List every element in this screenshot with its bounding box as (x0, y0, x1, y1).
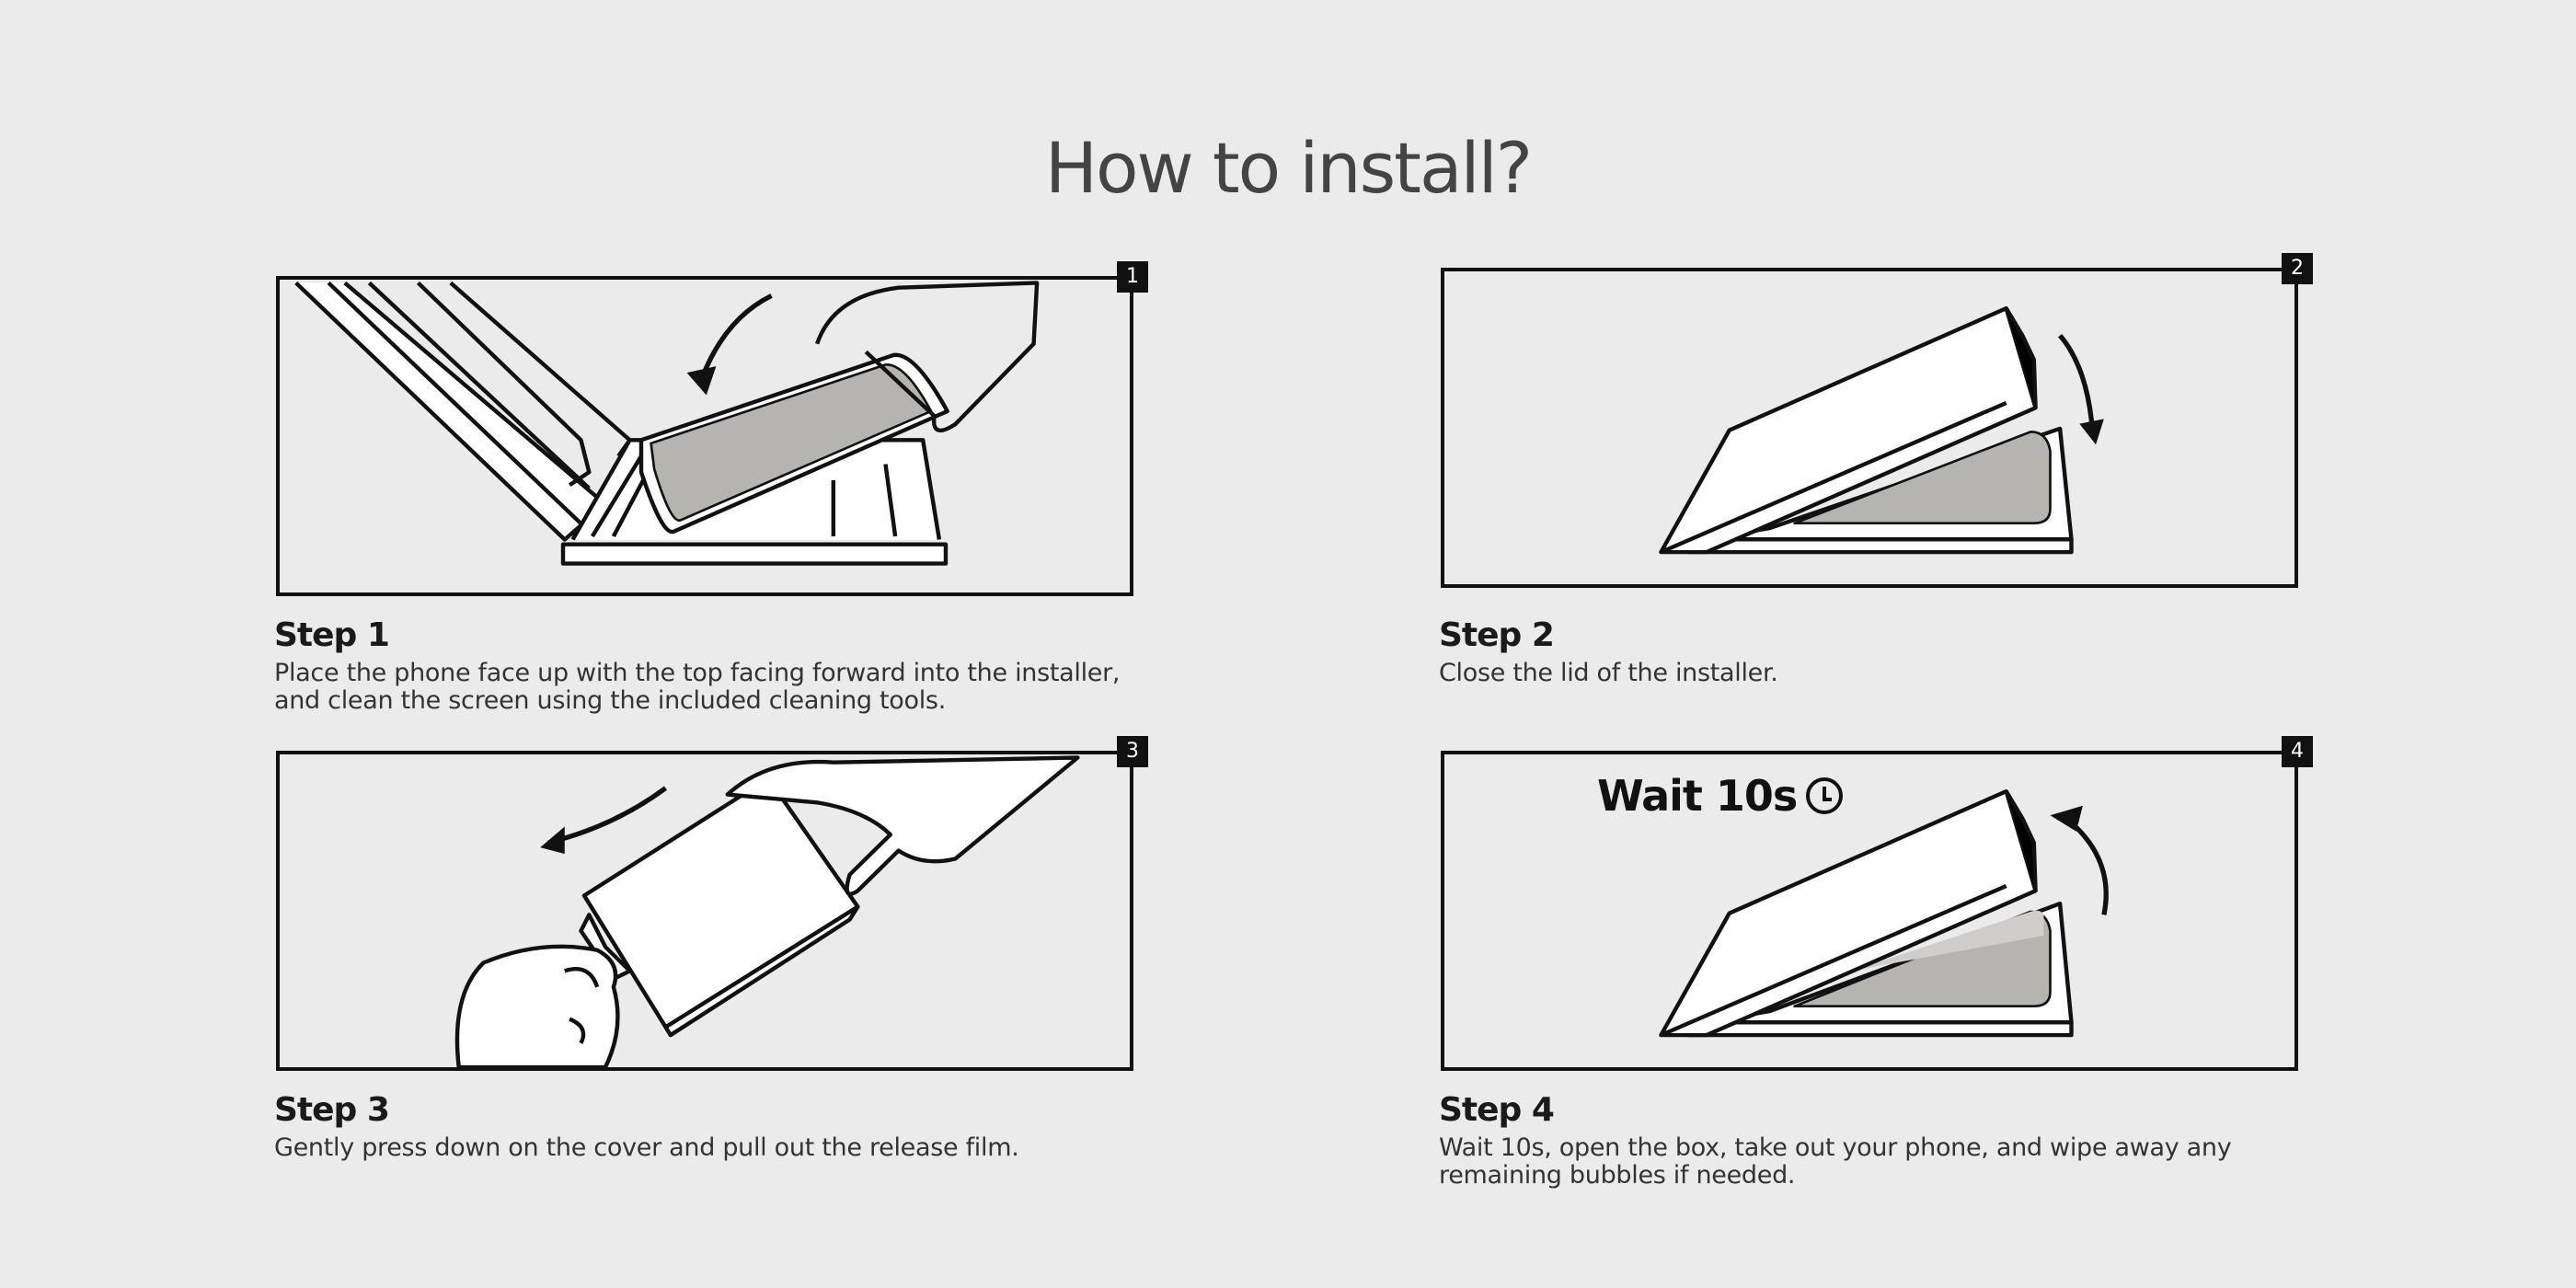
step-badge: 3 (1117, 736, 1148, 767)
step-description: Close the lid of the installer. (1439, 659, 1778, 687)
step-description: Place the phone face up with the top fac… (274, 659, 1121, 715)
page-title: How to install? (1044, 127, 1533, 209)
step-heading: Step 2 (1439, 616, 1555, 654)
installer-open-phone-image (294, 281, 1040, 566)
step-description: Wait 10s, open the box, take out your ph… (1439, 1133, 2232, 1190)
step-4-illustration: Wait 10s 4 (1441, 736, 2313, 1071)
step-3-text: Step 3 Gently press down on the cover an… (274, 1091, 1194, 1162)
pull-release-film-image (454, 755, 1080, 1067)
step-1-text: Step 1 Place the phone face up with the … (274, 616, 1194, 715)
step-description: Gently press down on the cover and pull … (274, 1133, 1019, 1162)
step-3-illustration: 3 (276, 736, 1148, 1071)
clock-icon (1806, 777, 1844, 814)
wait-text: Wait 10s (1597, 771, 1798, 821)
installer-closing-image (1659, 305, 2104, 555)
step-2-illustration: 2 (1441, 253, 2313, 588)
step-badge: 4 (2282, 736, 2313, 767)
step-2-text: Step 2 Close the lid of the installer. (1439, 616, 2359, 687)
step-heading: Step 3 (274, 1091, 390, 1129)
step-heading: Step 1 (274, 616, 390, 654)
step-heading: Step 4 (1439, 1091, 1555, 1129)
step-4-text: Step 4 Wait 10s, open the box, take out … (1439, 1091, 2359, 1190)
step-1-illustration: 1 (276, 261, 1148, 596)
installer-opening-image (1659, 788, 2109, 1038)
step-badge: 1 (1117, 261, 1148, 293)
step-badge: 2 (2282, 253, 2313, 284)
wait-label: Wait 10s (1597, 771, 1844, 821)
